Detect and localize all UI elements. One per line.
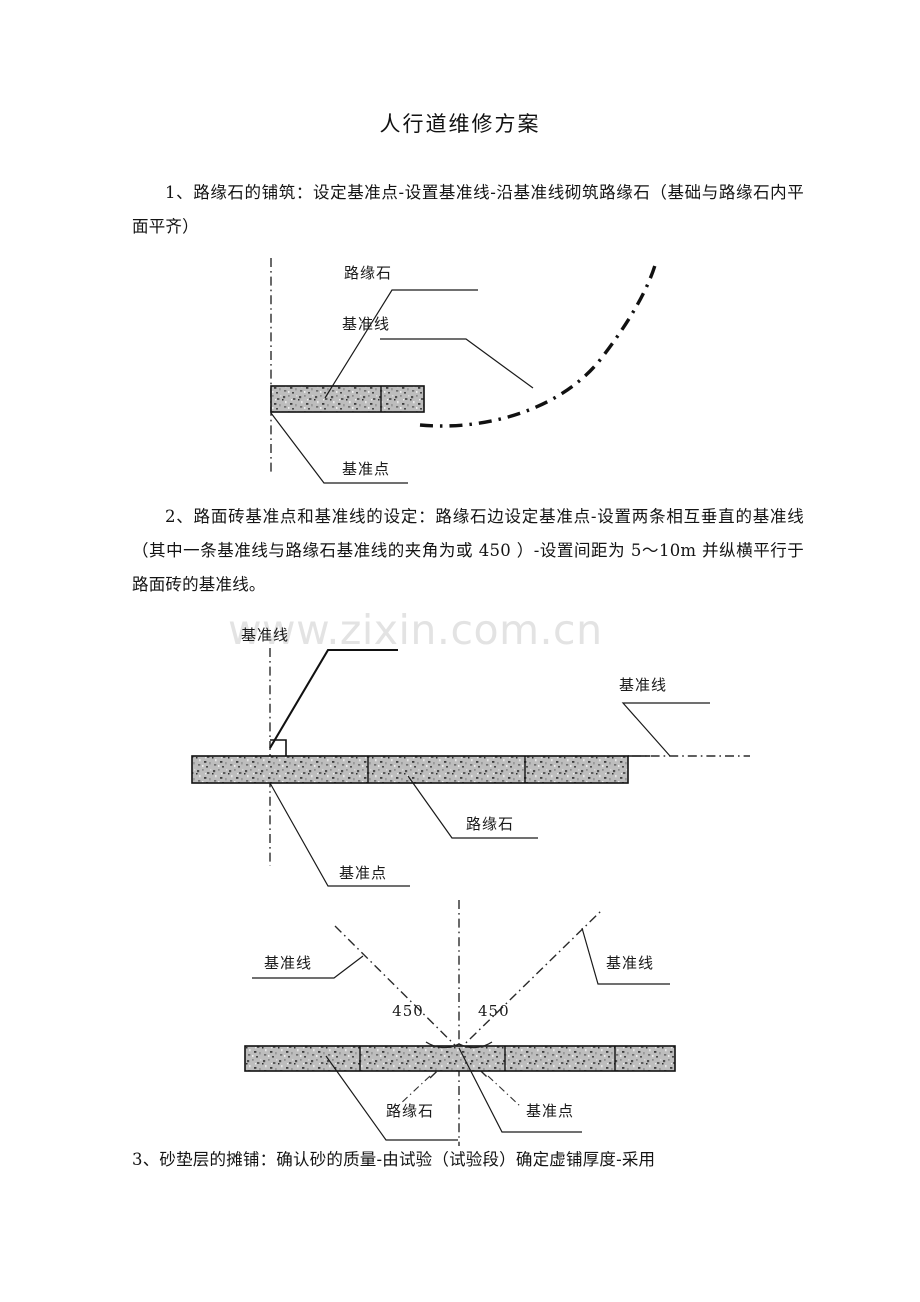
baseline-diagonal-right-stub: [487, 1075, 521, 1107]
leader-baseline-left: [269, 648, 398, 749]
site-watermark: www.zixin.com.cn: [228, 606, 603, 654]
leader-baseline-left: [252, 955, 364, 979]
baseline-diagonal-left-stub: [397, 1075, 431, 1107]
figure-2-canvas: 基准线 基准线 路缘石 基准点: [191, 626, 750, 887]
figure1-label-baseline: 基准线: [342, 315, 390, 333]
page-title: 人行道维修方案: [379, 112, 541, 136]
figure1-label-basepoint: 基准点: [342, 460, 390, 478]
figure3-angle-left: 450: [392, 1002, 424, 1020]
paragraph-1: 1、路缘石的铺筑：设定基准点-设置基准线-沿基准线砌筑路缘石（基础与路缘石内平面…: [132, 183, 804, 236]
road-curve-dashdot: [419, 261, 658, 428]
figure-45deg-baselines: 450 450 基准线 基准线 路缘石 基准点: [230, 898, 690, 1148]
leader-basepoint: [458, 1047, 582, 1133]
leader-baseline-right: [621, 702, 710, 757]
figure2-label-baseline-left: 基准线: [241, 626, 289, 644]
curb-slab: [270, 385, 425, 413]
leader-basepoint: [270, 412, 408, 484]
leader-curb: [324, 289, 478, 399]
leader-curb: [407, 775, 538, 839]
figure-3-canvas: 450 450 基准线 基准线 路缘石 基准点: [244, 900, 676, 1146]
figure2-label-baseline-right: 基准线: [619, 676, 667, 694]
leader-curb: [325, 1055, 458, 1141]
angle-arc-right: [458, 1041, 493, 1049]
figure2-label-curb: 路缘石: [466, 815, 514, 833]
paragraph-2: 2、路面砖基准点和基准线的设定：路缘石边设定基准点-设置两条相互垂直的基准线（其…: [132, 507, 804, 594]
figure2-label-basepoint: 基准点: [339, 864, 387, 882]
angle-arc-left: [425, 1041, 460, 1049]
figure-curb-laying: 路缘石 基准线 基准点: [250, 250, 700, 500]
figure3-angle-right: 450: [478, 1002, 510, 1020]
figure-baseline-setting: 基准线 基准线 路缘石 基准点: [180, 608, 750, 898]
figure3-label-baseline-left: 基准线: [264, 954, 312, 972]
figure3-label-basepoint: 基准点: [526, 1102, 574, 1120]
figure1-label-curb: 路缘石: [344, 264, 392, 282]
figure3-label-curb: 路缘石: [386, 1102, 434, 1120]
figure3-label-baseline-right: 基准线: [606, 954, 654, 972]
leader-baseline-right: [581, 927, 670, 985]
leader-baseline: [380, 338, 534, 389]
leader-basepoint: [269, 782, 410, 887]
paragraph-3: 3、砂垫层的摊铺：确认砂的质量-由试验（试验段）确定虚铺厚度-采用: [132, 1150, 656, 1169]
figure-1-canvas: 路缘石 基准线 基准点: [270, 258, 658, 484]
